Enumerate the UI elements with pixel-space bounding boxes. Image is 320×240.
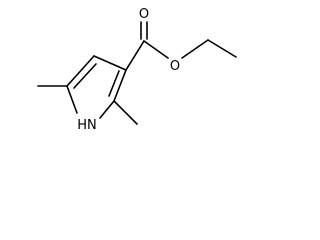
bond-c3-carbonyl bbox=[125, 40, 145, 71]
bond-c4-c5 bbox=[66, 55, 95, 87]
bond-carbonyl-ester-o bbox=[143, 40, 169, 59]
carbonyl-oxygen-label: O bbox=[139, 7, 149, 22]
ring-nitrogen-label: HN bbox=[77, 118, 97, 133]
bond-c2-c3 bbox=[113, 69, 127, 102]
bond-lines bbox=[37, 21, 237, 125]
structure-diagram: O O HN bbox=[37, 7, 237, 133]
bond-ch2-ch3 bbox=[207, 39, 237, 58]
bond-ester-o-ch2 bbox=[181, 39, 209, 59]
bond-c3-c4 bbox=[93, 55, 127, 71]
molecule-canvas: O O HN bbox=[0, 0, 248, 140]
bond-n1-c2 bbox=[99, 100, 115, 119]
bond-c2-methyl bbox=[113, 100, 138, 125]
bond-c5-n1 bbox=[66, 85, 78, 114]
bond-c4-c5-double bbox=[73, 63, 97, 89]
bond-c2-c3-double bbox=[108, 70, 120, 97]
ester-oxygen-label: O bbox=[170, 59, 180, 74]
